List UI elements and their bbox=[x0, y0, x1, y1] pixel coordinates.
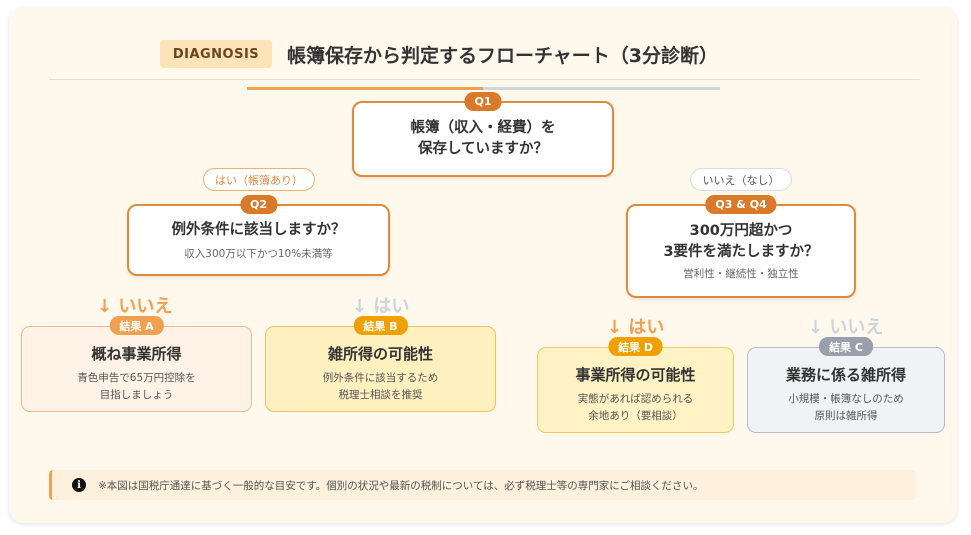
result-b-sub2: 税理士相談を推奨 bbox=[338, 388, 423, 401]
disclaimer-notice: i ※本図は国税庁通達に基づく一般的な目安です。個別の状況や最新の税制については… bbox=[49, 470, 916, 500]
result-c-tag: 結果 C bbox=[819, 337, 873, 356]
result-c-title: 業務に係る雑所得 bbox=[785, 365, 906, 384]
branch-no-label: いいえ（なし） bbox=[690, 168, 792, 191]
arrow-yes-b: ↓ はい bbox=[352, 296, 410, 317]
result-d-sub2: 余地あり（要相談） bbox=[588, 409, 683, 422]
diagnosis-badge: DIAGNOSIS bbox=[160, 40, 272, 68]
result-c-sub2: 原則は雑所得 bbox=[814, 409, 878, 422]
info-icon: i bbox=[72, 478, 86, 492]
question-q1: Q1 帳簿（収入・経費）を 保存していますか？ bbox=[352, 92, 614, 177]
q2-title: 例外条件に該当しますか？ bbox=[171, 221, 346, 238]
result-d-title: 事業所得の可能性 bbox=[575, 365, 696, 384]
progress-track bbox=[483, 87, 720, 90]
result-a-sub1: 青色申告で65万円控除を bbox=[77, 371, 196, 384]
arrow-yes-d: ↓ はい bbox=[607, 317, 665, 338]
question-q2: Q2 例外条件に該当しますか？ 収入300万以下かつ10%未満等 bbox=[127, 195, 390, 276]
arrow-no-a: ↓ いいえ bbox=[97, 296, 173, 317]
result-b-tag: 結果 B bbox=[353, 316, 408, 335]
q3-sub: 営利性・継続性・独立性 bbox=[683, 268, 799, 280]
progress-fill bbox=[247, 87, 483, 90]
q3-tag: Q3 & Q4 bbox=[705, 195, 777, 214]
result-d-sub1: 実態があれば認められる bbox=[577, 392, 694, 405]
result-b-sub1: 例外条件に該当するため bbox=[322, 371, 439, 384]
result-b: 結果 B 雑所得の可能性 例外条件に該当するため税理士相談を推奨 bbox=[265, 316, 496, 412]
divider bbox=[49, 79, 920, 80]
result-c-sub1: 小規模・帳簿なしのため bbox=[788, 392, 904, 405]
result-a: 結果 A 概ね事業所得 青色申告で65万円控除を目指しましょう bbox=[21, 316, 252, 412]
result-a-sub2: 目指しましょう bbox=[99, 388, 174, 401]
q1-line1: 帳簿（収入・経費）を bbox=[410, 120, 556, 136]
arrow-no-c: ↓ いいえ bbox=[808, 317, 884, 338]
result-c: 結果 C 業務に係る雑所得 小規模・帳簿なしのため原則は雑所得 bbox=[747, 337, 945, 433]
result-b-title: 雑所得の可能性 bbox=[327, 344, 433, 363]
page-title: 帳簿保存から判定するフローチャート（3分診断） bbox=[287, 44, 719, 67]
result-a-tag: 結果 A bbox=[109, 316, 164, 335]
q3-line1: 300万円超かつ bbox=[689, 223, 793, 239]
q2-sub: 収入300万以下かつ10%未満等 bbox=[184, 247, 333, 260]
q1-tag: Q1 bbox=[464, 92, 502, 111]
question-q3-q4: Q3 & Q4 300万円超かつ 3要件を満たしますか？ 営利性・継続性・独立性 bbox=[626, 195, 856, 298]
result-a-title: 概ね事業所得 bbox=[91, 344, 182, 363]
branch-yes-label: はい（帳簿あり） bbox=[203, 168, 315, 191]
q1-line2: 保存していますか？ bbox=[417, 141, 549, 157]
q3-line2: 3要件を満たしますか？ bbox=[663, 244, 819, 260]
result-d-tag: 結果 D bbox=[608, 337, 663, 356]
notice-text: ※本図は国税庁通達に基づく一般的な目安です。個別の状況や最新の税制については、必… bbox=[98, 479, 704, 492]
result-d: 結果 D 事業所得の可能性 実態があれば認められる余地あり（要相談） bbox=[537, 337, 734, 433]
q2-tag: Q2 bbox=[239, 195, 278, 214]
